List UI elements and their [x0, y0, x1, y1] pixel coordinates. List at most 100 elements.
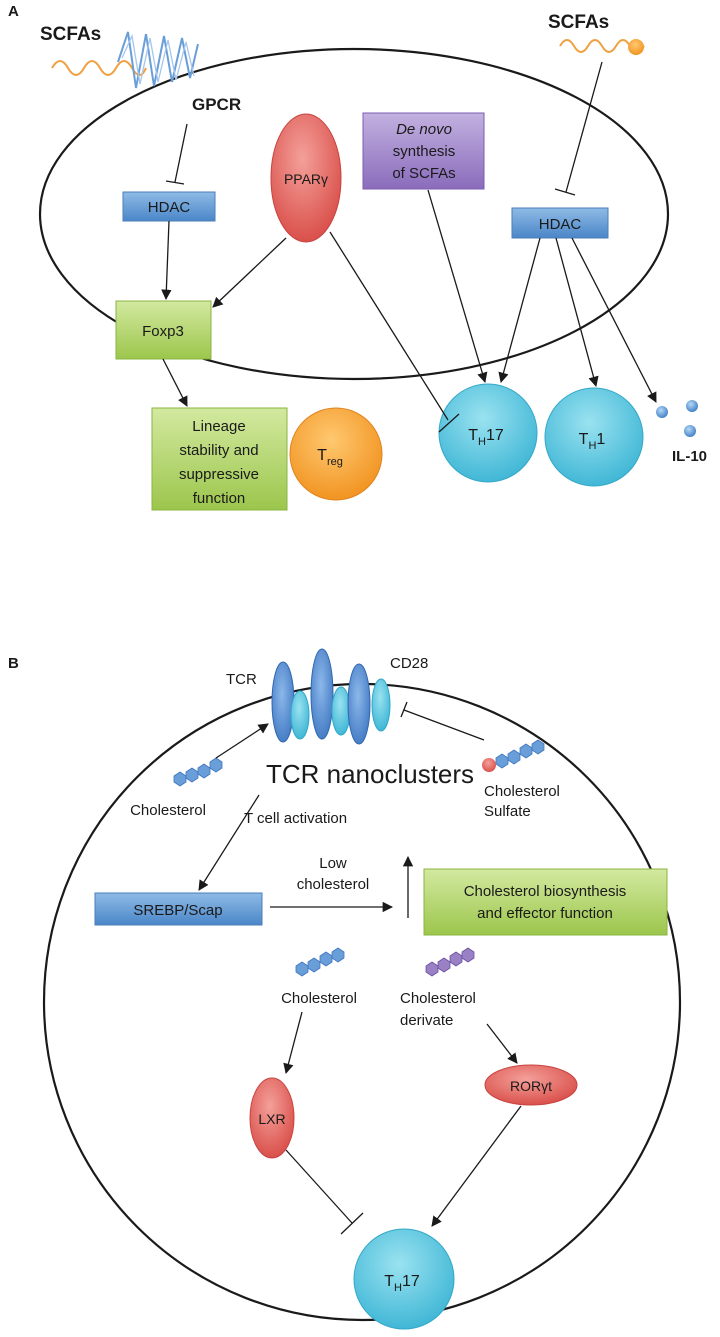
edge-derivate-to-rorgt	[486, 1023, 518, 1064]
th1-main: T	[579, 431, 589, 448]
treg-cell	[289, 407, 383, 501]
th1-num: 1	[596, 431, 605, 448]
edge-scfa-inhibits-hdac	[565, 61, 603, 193]
lxr-label: LXR	[258, 1111, 285, 1127]
th17-b-main: T	[384, 1273, 394, 1290]
cholesterol-left-label: Cholesterol	[130, 802, 206, 819]
edge-lxr-inhibits-th17	[285, 1149, 353, 1224]
de-novo-line3: of SCFAs	[392, 165, 455, 182]
foxp3-label: Foxp3	[142, 323, 184, 340]
scfa-left-wave-icon	[51, 60, 147, 76]
pparg-label: PPARγ	[284, 171, 328, 187]
de-novo-line2: synthesis	[393, 143, 456, 160]
panel-a-label: A	[8, 3, 19, 20]
il10-ball-2	[686, 400, 698, 412]
edge-foxp3-to-lineage	[162, 358, 188, 407]
th1-sub: H	[588, 440, 596, 452]
cholesterol-sulfate-line1: Cholesterol	[484, 783, 560, 800]
low-cholesterol-line2: cholesterol	[297, 876, 370, 893]
th17-b-label: TH17	[384, 1273, 420, 1294]
cholesterol-biosynthesis-box	[423, 868, 668, 936]
th17-cell-b	[353, 1228, 455, 1330]
edge-pparg-inhibits-th17	[329, 231, 449, 421]
sulfate-group-icon	[482, 758, 496, 772]
gpcr-receptor-icon	[117, 31, 199, 89]
treg-sub: reg	[327, 456, 343, 468]
tcr-nanoclusters-label: TCR nanoclusters	[266, 759, 474, 789]
th17-a-label: TH17	[468, 427, 504, 448]
edge-pparg-to-foxp3	[212, 237, 287, 308]
hdac-right-box	[511, 207, 609, 239]
de-novo-synthesis-box	[362, 112, 485, 190]
lineage-line2: stability and	[179, 442, 258, 459]
low-cholesterol-line1: Low	[319, 855, 347, 872]
cholesterol-derivate-line1: Cholesterol	[400, 990, 476, 1007]
th17-b-num: 17	[402, 1273, 420, 1290]
edge-denovo-to-th17	[427, 189, 488, 383]
cholesterol-derivate-line2: derivate	[400, 1012, 453, 1029]
edge-sulfate-inhibits-tcr-bar	[400, 701, 408, 718]
lxr-oval	[249, 1077, 295, 1159]
scfa-right-label: SCFAs	[548, 12, 609, 33]
edge-gpcr-inhibits-hdac-bar	[165, 180, 185, 185]
tcr-nanocluster-icon	[271, 648, 391, 745]
cell-membrane-a	[38, 47, 670, 381]
lineage-stability-box	[151, 407, 288, 511]
th17-a-main: T	[468, 427, 478, 444]
edge-hdac-to-il10	[571, 237, 657, 403]
th17-b-sub: H	[394, 1282, 402, 1294]
panel-b-label: B	[8, 655, 19, 672]
rorgt-label: RORγt	[510, 1078, 552, 1094]
cholesterol-bottom-icon	[295, 947, 345, 977]
cholesterol-sulfate-line2: Sulfate	[484, 803, 531, 820]
pparg-oval	[270, 113, 342, 243]
cholesterol-left-icon	[173, 757, 223, 787]
cholesterol-sulfate-icon	[495, 739, 545, 769]
edge-lxr-inhibits-th17-bar	[340, 1212, 364, 1235]
lineage-line1: Lineage	[192, 418, 245, 435]
th1-cell	[544, 387, 644, 487]
treg-main: T	[317, 447, 327, 464]
edge-sulfate-inhibits-tcr	[403, 709, 485, 741]
edge-cholesterol-to-lxr	[283, 1011, 303, 1075]
il10-ball-3	[684, 425, 696, 437]
edge-pparg-inhibits-th17-bar	[438, 413, 460, 433]
il10-ball-1	[656, 406, 668, 418]
edge-rorgt-to-th17	[431, 1105, 522, 1227]
edge-scfa-inhibits-hdac-bar	[554, 188, 576, 196]
treg-label: Treg	[317, 447, 343, 468]
edge-gpcr-inhibits-hdac	[174, 123, 188, 183]
edge-hdac-to-foxp3	[161, 220, 172, 301]
gpcr-label: GPCR	[192, 95, 241, 114]
panel-b-edges	[198, 701, 522, 1235]
hdac-right-label: HDAC	[539, 216, 582, 233]
edge-cholesterol-to-tcr	[215, 723, 269, 759]
th1-label: TH1	[579, 431, 606, 452]
scfa-right-head-icon	[628, 39, 644, 55]
edge-activation-to-srebp	[198, 794, 260, 891]
scfa-left-label: SCFAs	[40, 24, 101, 45]
de-novo-label: De novo	[396, 121, 452, 138]
cholesterol-derivate-icon	[425, 947, 475, 977]
edge-hdac-to-th1	[555, 237, 599, 388]
biosynthesis-line1: Cholesterol biosynthesis	[464, 883, 627, 900]
t-cell-activation-label: T cell activation	[244, 810, 347, 827]
edge-hdac-to-th17	[498, 237, 541, 384]
lineage-line3: suppressive	[179, 466, 259, 483]
biosynthesis-line2: and effector function	[477, 905, 613, 922]
hdac-left-box	[122, 191, 216, 222]
th17-a-num: 17	[486, 427, 504, 444]
th17-cell-a	[438, 383, 538, 483]
srebp-scap-box	[94, 892, 263, 926]
th17-a-sub: H	[478, 436, 486, 448]
lineage-line4: function	[193, 490, 246, 507]
rorgt-oval	[484, 1064, 578, 1106]
cd28-label: CD28	[390, 655, 428, 672]
gpcr-receptor-shade-icon	[121, 33, 195, 85]
panel-a-edges	[161, 61, 657, 433]
tcr-label: TCR	[226, 671, 257, 688]
il10-label: IL-10	[672, 448, 707, 465]
foxp3-box	[115, 300, 212, 360]
